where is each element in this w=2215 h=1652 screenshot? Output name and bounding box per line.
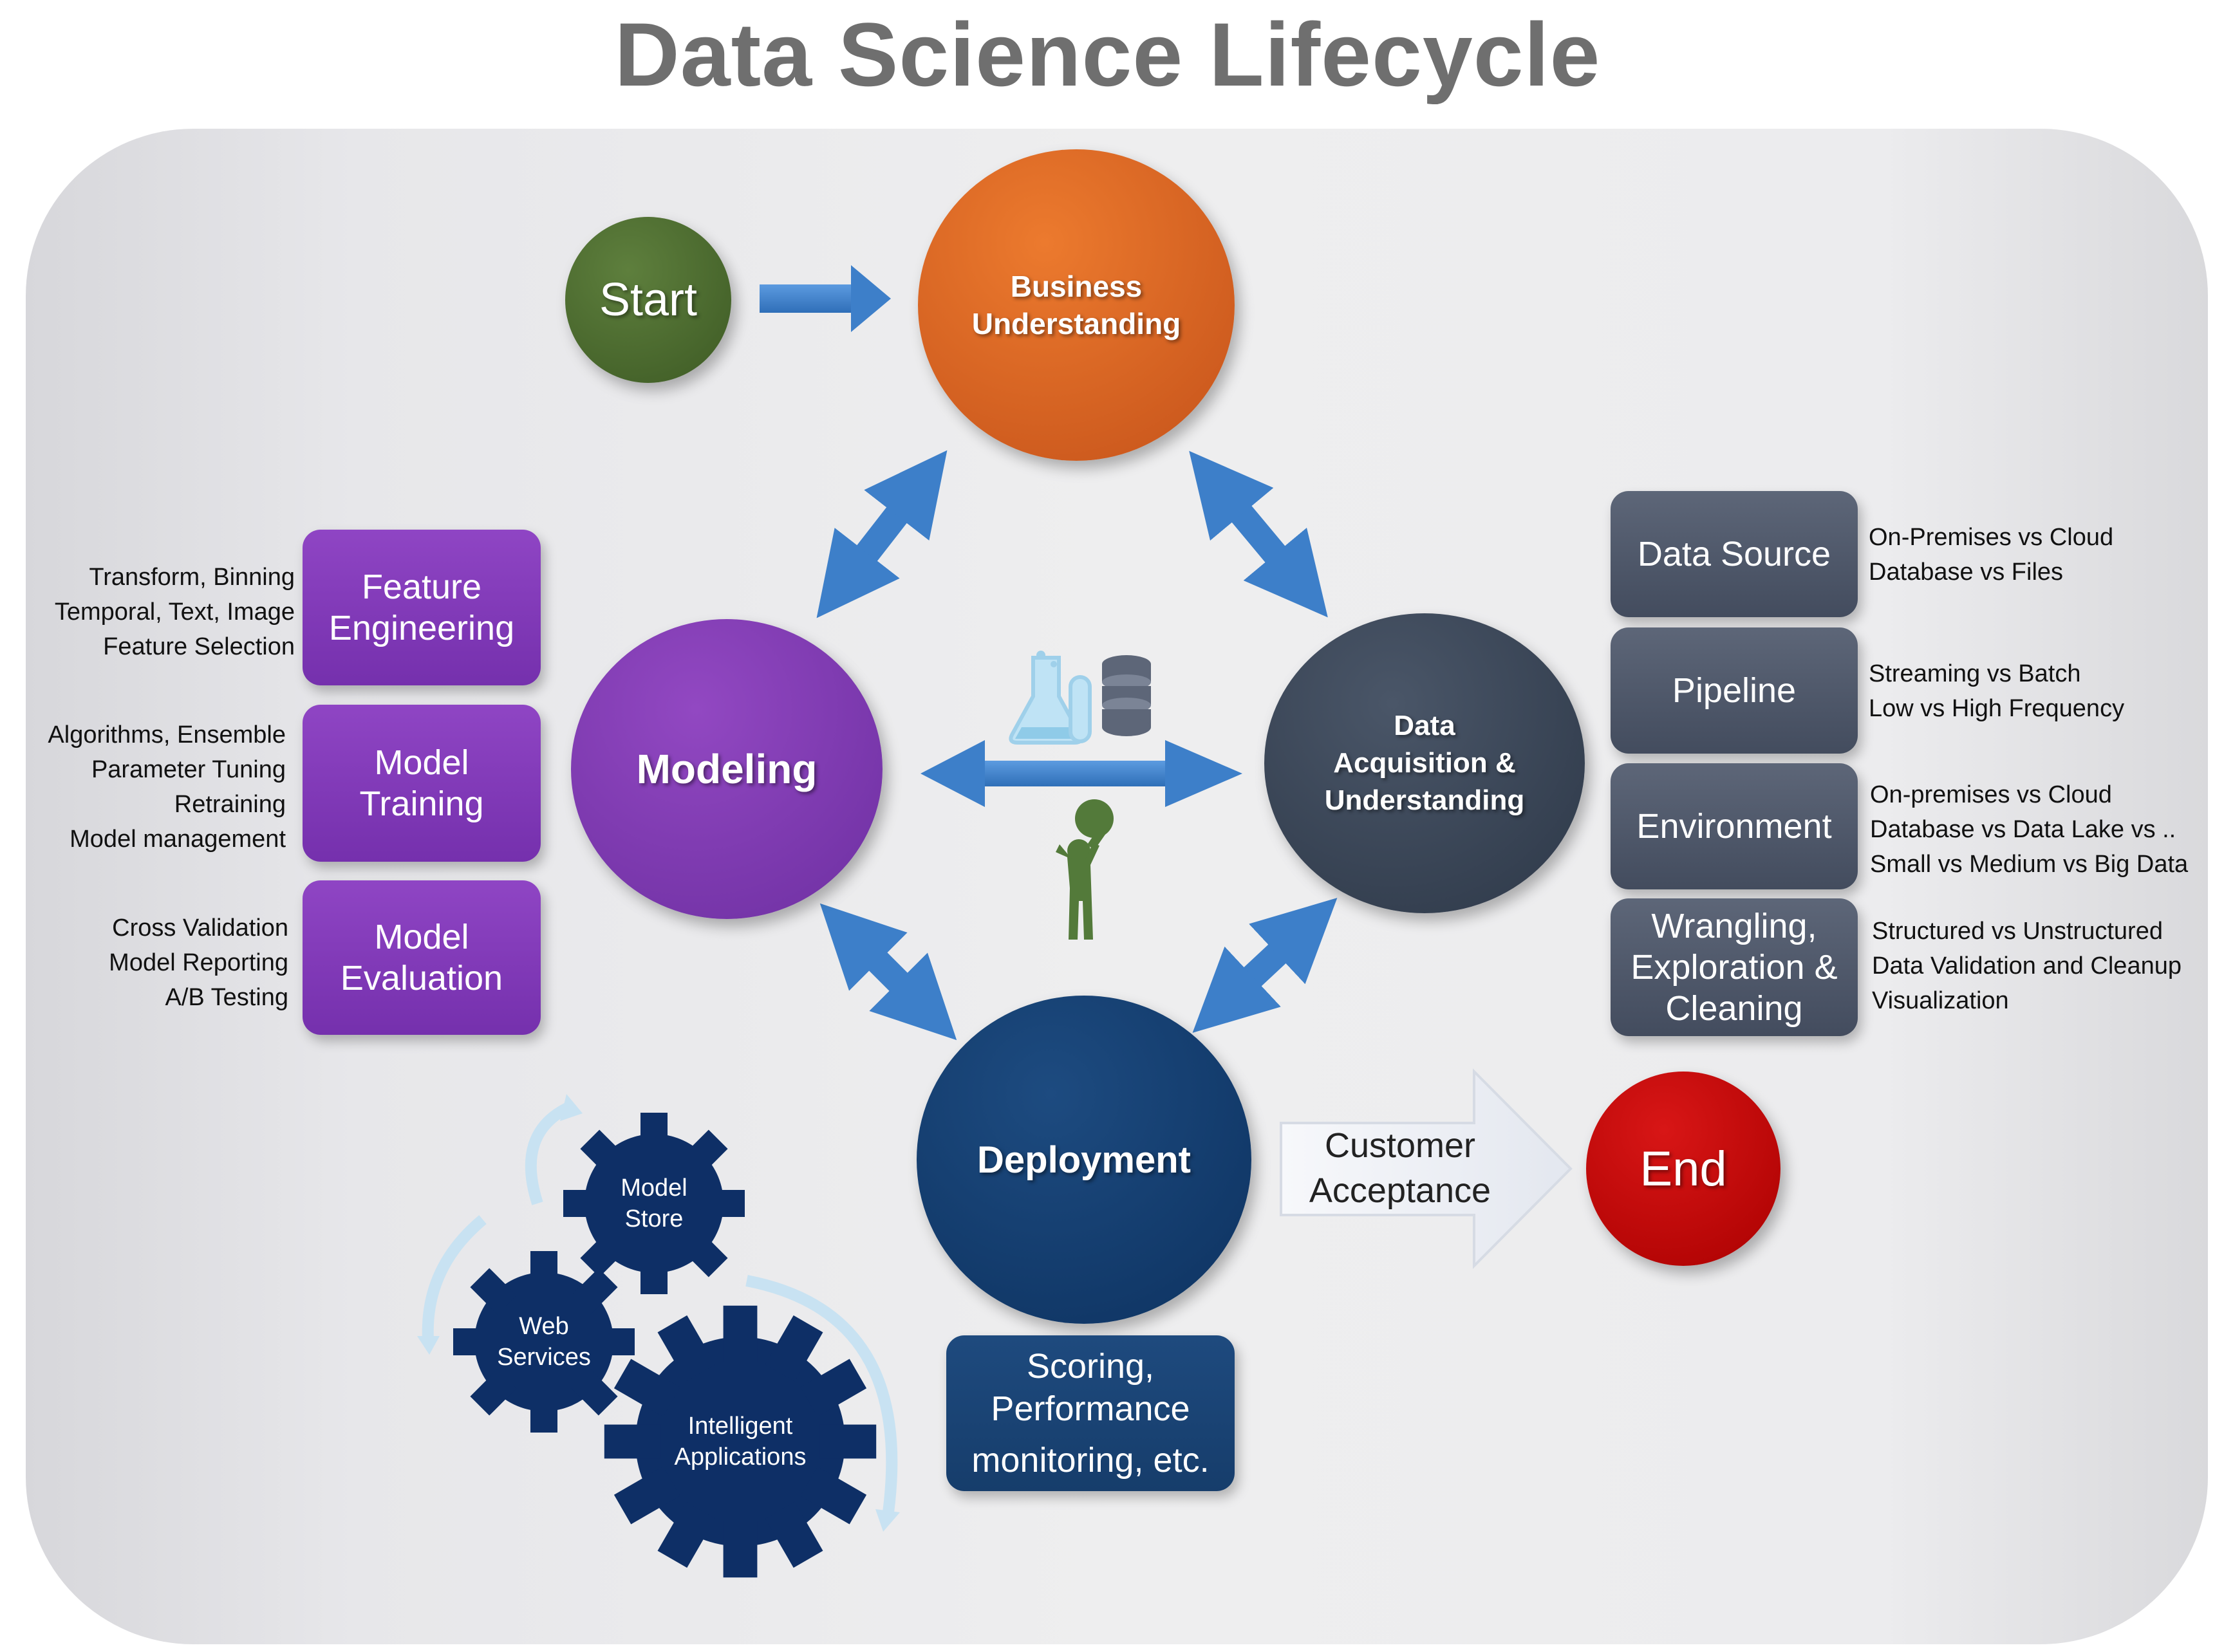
- arrow-modeling-deployment: [819, 903, 957, 1041]
- deployment-details-line2: Performance: [991, 1389, 1190, 1428]
- arrow-business-modeling: [816, 450, 948, 618]
- note-line: Streaming vs Batch: [1869, 660, 2081, 687]
- intelligent-applications-gear: Intelligent Applications: [599, 1300, 882, 1583]
- data-label-line2: Acquisition &: [1333, 747, 1516, 779]
- note-line: Small vs Medium vs Big Data: [1870, 851, 2189, 878]
- note-line: Model Reporting: [109, 949, 288, 976]
- data-source-notes: On-Premises vs Cloud Database vs Files: [1869, 520, 2113, 589]
- business-label-line1: Business: [1010, 270, 1143, 303]
- note-line: A/B Testing: [165, 984, 288, 1011]
- intelligent-applications-line2: Applications: [674, 1443, 807, 1471]
- note-line: Data Validation and Cleanup: [1872, 952, 2182, 979]
- customer-acceptance-line2: Acceptance: [1309, 1171, 1491, 1210]
- intelligent-applications-line1: Intelligent: [687, 1413, 793, 1440]
- wrangling-line1: Wrangling,: [1651, 907, 1817, 945]
- note-line: On-premises vs Cloud: [1870, 781, 2112, 808]
- note-line: Temporal, Text, Image: [54, 599, 295, 626]
- environment-notes: On-premises vs Cloud Database vs Data La…: [1870, 777, 2188, 882]
- note-line: Algorithms, Ensemble: [48, 721, 286, 748]
- data-source-box: Data Source: [1611, 491, 1858, 617]
- data-label-line1: Data: [1394, 710, 1455, 741]
- scientist-icon: [1056, 799, 1114, 940]
- model-store-line1: Model: [621, 1174, 687, 1202]
- arrow-data-deployment: [1192, 898, 1338, 1033]
- flask-icon: [1009, 651, 1092, 745]
- pipeline-box: Pipeline: [1611, 627, 1858, 754]
- feature-engineering-box: Feature Engineering: [303, 530, 541, 685]
- start-node: Start: [565, 217, 731, 383]
- feature-engineering-notes: Transform, Binning Temporal, Text, Image…: [55, 560, 295, 664]
- end-node: End: [1586, 1072, 1780, 1266]
- wrangling-notes: Structured vs Unstructured Data Validati…: [1872, 914, 2182, 1018]
- note-line: On-Premises vs Cloud: [1869, 524, 2114, 551]
- model-training-notes: Algorithms, Ensemble Parameter Tuning Re…: [48, 718, 286, 857]
- note-line: Feature Selection: [103, 633, 295, 660]
- wrangling-box: Wrangling, Exploration & Cleaning: [1611, 898, 1858, 1036]
- cycle-arrow-2: [422, 1215, 487, 1339]
- model-training-line1: Model: [374, 743, 469, 782]
- deployment-details-line1: Scoring,: [1026, 1347, 1155, 1386]
- deployment-details-line3: monitoring, etc.: [971, 1441, 1210, 1480]
- gear-icon: [453, 1251, 635, 1433]
- model-evaluation-line2: Evaluation: [340, 959, 503, 998]
- arrow-business-data: [1189, 450, 1328, 618]
- gear-icon: [563, 1113, 745, 1294]
- note-line: Visualization: [1872, 987, 2009, 1014]
- note-line: Database vs Files: [1869, 559, 2064, 586]
- feature-engineering-line2: Engineering: [328, 609, 515, 647]
- customer-acceptance-line1: Customer: [1324, 1126, 1476, 1165]
- cycle-arrow-3: [745, 1275, 898, 1514]
- business-label-line2: Understanding: [971, 307, 1181, 340]
- modeling-node: Modeling: [571, 619, 883, 919]
- cycle-arrow-1: [525, 1101, 573, 1205]
- wrangling-line2: Exploration &: [1631, 948, 1838, 987]
- note-line: Low vs High Frequency: [1869, 695, 2125, 722]
- note-line: Structured vs Unstructured: [1872, 918, 2163, 945]
- arrow-modeling-data: [921, 740, 1242, 807]
- model-evaluation-notes: Cross Validation Model Reporting A/B Tes…: [109, 911, 288, 1015]
- customer-acceptance-arrow: [1280, 1068, 1573, 1269]
- note-line: Model management: [70, 826, 286, 853]
- deployment-node: Deployment: [917, 996, 1251, 1324]
- feature-engineering-line1: Feature: [361, 568, 482, 606]
- model-evaluation-box: Model Evaluation: [303, 880, 541, 1035]
- note-line: Transform, Binning: [89, 564, 295, 591]
- web-services-line2: Services: [497, 1344, 591, 1371]
- model-store-line2: Store: [624, 1205, 684, 1232]
- wrangling-line3: Cleaning: [1665, 989, 1803, 1028]
- note-line: Parameter Tuning: [91, 756, 286, 783]
- model-evaluation-line1: Model: [374, 918, 469, 956]
- data-label-line3: Understanding: [1324, 784, 1525, 816]
- deployment-details-box: Scoring, Performance monitoring, etc.: [946, 1335, 1235, 1491]
- note-line: Cross Validation: [112, 914, 288, 942]
- model-training-line2: Training: [359, 784, 484, 823]
- pipeline-notes: Streaming vs Batch Low vs High Frequency: [1869, 656, 2124, 726]
- model-training-box: Model Training: [303, 705, 541, 862]
- arrow-start-to-business: [760, 265, 891, 332]
- web-services-line1: Web: [519, 1313, 569, 1340]
- page-title: Data Science Lifecycle: [614, 4, 1601, 105]
- business-understanding-node: Business Understanding: [918, 149, 1235, 461]
- web-services-gear: Web Services: [447, 1245, 640, 1438]
- environment-box: Environment: [1611, 763, 1858, 889]
- database-icon: [1102, 655, 1151, 736]
- model-store-gear: Model Store: [557, 1107, 751, 1300]
- note-line: Retraining: [174, 791, 286, 818]
- gear-icon: [604, 1305, 877, 1578]
- data-acquisition-node: Data Acquisition & Understanding: [1264, 613, 1585, 913]
- note-line: Database vs Data Lake vs ..: [1870, 816, 2176, 843]
- customer-acceptance-label: Customer Acceptance: [1281, 1123, 1519, 1213]
